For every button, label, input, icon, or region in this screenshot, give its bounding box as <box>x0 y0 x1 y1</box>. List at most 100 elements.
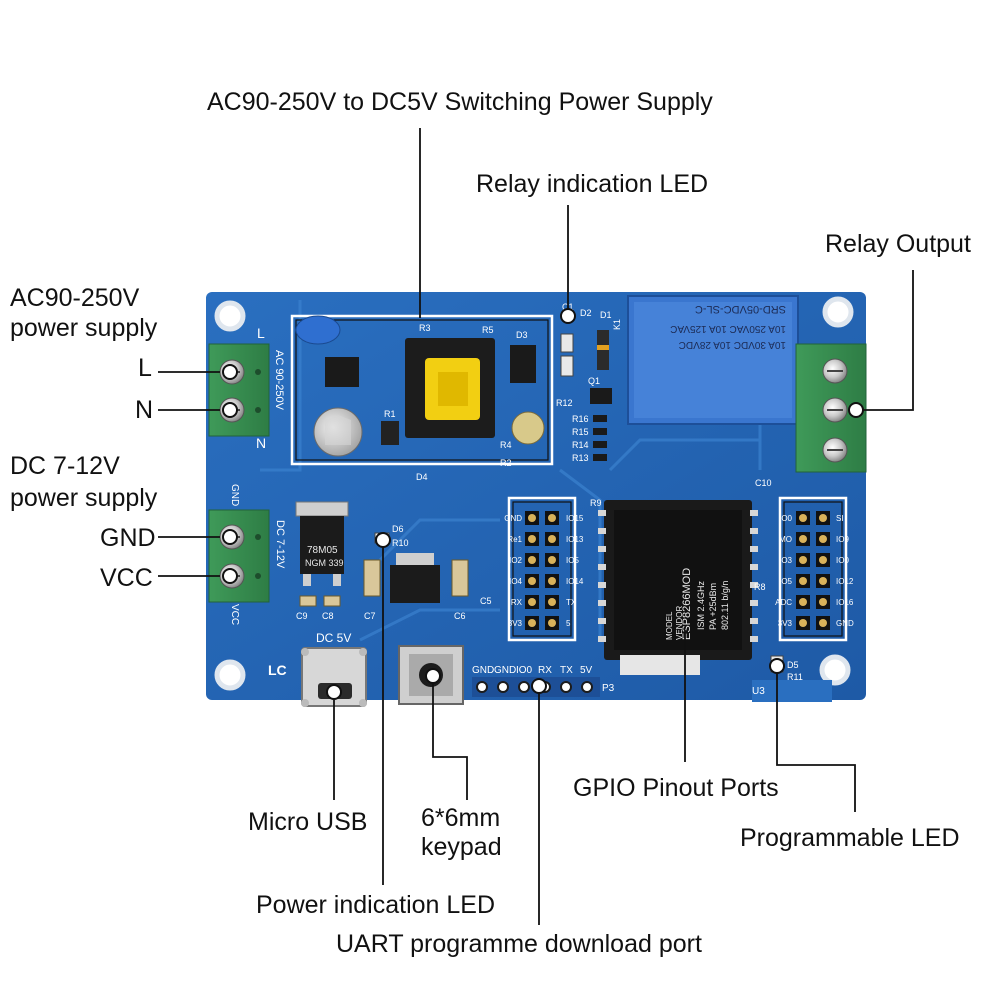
esp-line-1: ESP8266MOD <box>681 568 693 640</box>
right-gpio-label-right: IO16 <box>836 598 854 607</box>
esp8266-module: ESP8266MOD ISM 2.4GHz PA +25dBm 802.11 b… <box>598 500 758 675</box>
micro-usb-port <box>301 647 367 707</box>
uart-label-gnd2: GND <box>494 665 516 676</box>
silk-c6: C6 <box>454 611 466 621</box>
callout-labels: AC90-250V to DC5V Switching Power Supply… <box>10 88 971 958</box>
right-gpio-pin <box>799 577 807 585</box>
dot-relay-led <box>560 308 576 324</box>
left-gpio-pin <box>528 556 536 564</box>
right-gpio-pin <box>799 598 807 606</box>
diode-d3 <box>510 345 536 383</box>
right-gpio-pin <box>799 514 807 522</box>
dot-prog-led <box>769 658 785 674</box>
left-gpio-label-right: IO13 <box>566 535 584 544</box>
left-gpio-pin <box>548 514 556 522</box>
esp-line-4: 802.11 b/g/n <box>720 581 730 630</box>
silk-k1: K1 <box>612 319 622 330</box>
silk-r15: R15 <box>572 427 589 437</box>
silk-r2: R2 <box>500 458 512 468</box>
silk-r9: R9 <box>590 498 602 508</box>
right-gpio-pin <box>799 535 807 543</box>
silk-c8: C8 <box>322 611 334 621</box>
label-relay-led: Relay indication LED <box>476 170 708 198</box>
label-n: N <box>135 396 153 424</box>
dot-l <box>222 364 238 380</box>
left-gpio-header <box>507 496 577 642</box>
label-prog-led: Programmable LED <box>740 824 960 852</box>
dot-gnd <box>222 529 238 545</box>
mounting-hole <box>214 300 246 332</box>
label-ac-supply-1: AC90-250V <box>10 284 140 312</box>
esp-vendor: VENDOR <box>675 606 684 640</box>
left-gpio-label-left: 3V3 <box>508 619 523 628</box>
silk-d2: D2 <box>580 308 592 318</box>
left-gpio-pins <box>525 511 559 630</box>
right-gpio-pin <box>819 514 827 522</box>
left-gpio-label-right: IO14 <box>566 577 584 586</box>
mounting-holes <box>214 296 854 691</box>
right-gpio-label-right: SI <box>836 514 844 523</box>
silk-r4: R4 <box>500 440 512 450</box>
label-gpio: GPIO Pinout Ports <box>573 774 779 802</box>
dot-n <box>222 402 238 418</box>
left-gpio-pin <box>548 577 556 585</box>
regulator-line-1: 78M05 <box>307 545 338 556</box>
silk-r1: R1 <box>384 409 396 419</box>
silk-r10: R10 <box>392 538 409 548</box>
uart-label-gnd1: GND <box>472 665 494 676</box>
silk-r5: R5 <box>482 325 494 335</box>
right-gpio-label-left: MO <box>779 535 792 544</box>
left-gpio-label-right: TX <box>566 598 577 607</box>
silk-gnd-mark: GND <box>229 484 240 506</box>
silk-d3: D3 <box>516 330 528 340</box>
right-gpio-pin <box>819 577 827 585</box>
uart-label-tx: TX <box>560 665 573 676</box>
ldo-chip <box>390 565 440 603</box>
dot-relay-output <box>848 402 864 418</box>
capacitors-bottom <box>299 559 469 607</box>
relay-line-2: 10A 250VAC 10A 125VAC <box>670 323 786 334</box>
mounting-hole <box>822 296 854 328</box>
label-keypad-1: 6*6mm <box>421 804 500 832</box>
silk-r12: R12 <box>556 398 573 408</box>
mounting-hole <box>214 659 246 691</box>
silk-d4: D4 <box>416 472 428 482</box>
right-gpio-label-left: ADC <box>775 598 792 607</box>
right-gpio-label-right: IO12 <box>836 577 854 586</box>
esp-antenna-edge <box>620 655 700 675</box>
left-gpio-pin <box>528 514 536 522</box>
left-gpio-pin <box>548 619 556 627</box>
uart-label-rx: RX <box>538 665 552 676</box>
dot-uart <box>531 678 547 694</box>
silk-r3: R3 <box>419 323 431 333</box>
silk-c5: C5 <box>480 596 492 606</box>
silk-c7: C7 <box>364 611 376 621</box>
left-gpio-label-right: IO15 <box>566 514 584 523</box>
left-gpio-pin <box>548 598 556 606</box>
transistor-q1 <box>590 388 612 404</box>
uart-label-io0: IO0 <box>516 665 533 676</box>
left-gpio-pin <box>528 619 536 627</box>
dot-keypad <box>425 668 441 684</box>
silk-vcc-mark: VCC <box>229 604 240 625</box>
esp-line-3: PA +25dBm <box>708 583 718 630</box>
right-gpio-pin <box>819 535 827 543</box>
label-switching-power: AC90-250V to DC5V Switching Power Supply <box>207 88 713 116</box>
label-dc-supply-2: power supply <box>10 484 158 512</box>
resistor-array <box>593 415 607 461</box>
label-vcc: VCC <box>100 564 153 592</box>
label-relay-output: Relay Output <box>825 230 971 258</box>
silk-u3: U3 <box>752 686 765 697</box>
silk-d5: D5 <box>787 660 799 670</box>
label-micro-usb: Micro USB <box>248 808 367 836</box>
left-gpio-label-left: IO4 <box>509 577 522 586</box>
right-gpio-pin <box>799 619 807 627</box>
bridge-rectifier <box>325 357 359 387</box>
right-gpio-header <box>778 496 848 642</box>
silk-d1: D1 <box>600 310 612 320</box>
dot-power-led <box>375 532 391 548</box>
silk-lc-mark: LC <box>268 662 287 678</box>
right-gpio-pins <box>796 511 830 630</box>
